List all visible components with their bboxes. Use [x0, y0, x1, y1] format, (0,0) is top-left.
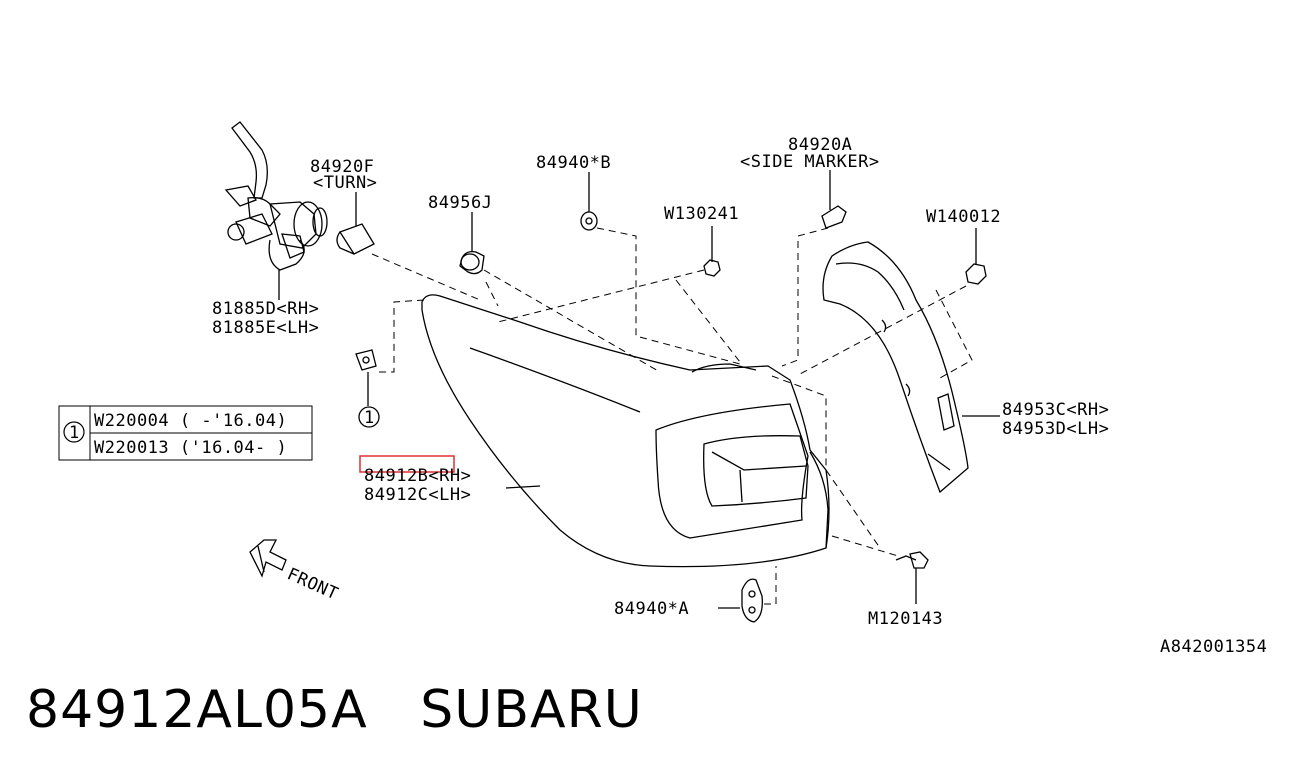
clip-ref-1-drawing: [355, 349, 380, 428]
bulb-socket-harness-drawing: [224, 121, 328, 300]
label-turn: <TURN>: [313, 173, 377, 193]
ref-table-number: 1: [69, 423, 80, 443]
side-cover-drawing: [822, 241, 1000, 494]
side-marker-bulb-drawing: [821, 170, 847, 229]
label-84953d: 84953D<LH>: [1002, 419, 1109, 439]
highlight-box: [359, 455, 455, 473]
assembly-dashed-lines: [371, 227, 973, 605]
footer-part-number: 84912AL05A: [26, 680, 368, 740]
label-84940b: 84940*B: [536, 153, 611, 173]
nut-b-drawing: [580, 172, 598, 231]
label-w140012: W140012: [926, 207, 1001, 227]
ref-table-row-2: W220013 ('16.04- ): [94, 438, 287, 458]
turn-bulb-drawing: [336, 192, 375, 255]
label-m120143: M120143: [868, 609, 943, 629]
grommet-drawing: [459, 212, 485, 275]
front-arrow-icon: [249, 539, 287, 578]
nut-a-drawing: [718, 578, 763, 623]
tail-lamp-assembly-drawing: [421, 294, 830, 568]
label-84940a: 84940*A: [614, 599, 689, 619]
diagram-code: A842001354: [1160, 637, 1267, 657]
front-label: FRONT: [284, 564, 341, 604]
label-w130241: W130241: [664, 204, 739, 224]
label-side-marker: <SIDE MARKER>: [740, 152, 880, 172]
label-81885d: 81885D<RH>: [212, 299, 319, 319]
footer-brand: SUBARU: [420, 680, 643, 740]
bolt-w130241-drawing: [703, 226, 721, 277]
ref-1-marker: 1: [364, 408, 375, 428]
ref-table-row-1: W220004 ( -'16.04): [94, 411, 287, 431]
label-84912b: 84912B<RH>: [364, 466, 471, 486]
label-84920f: 84920F: [310, 157, 374, 177]
clip-w140012-drawing: [965, 228, 987, 285]
label-84912c: 84912C<LH>: [364, 485, 471, 505]
label-84956j: 84956J: [428, 193, 492, 213]
label-84920a: 84920A: [788, 135, 852, 155]
label-81885e: 81885E<LH>: [212, 318, 319, 338]
screw-m120143-drawing: [895, 551, 929, 604]
reference-table: 1 W220004 ( -'16.04) W220013 ('16.04- ): [58, 405, 313, 461]
label-84953c: 84953C<RH>: [1002, 400, 1109, 420]
footer-title: 84912AL05A SUBARU: [26, 680, 643, 740]
